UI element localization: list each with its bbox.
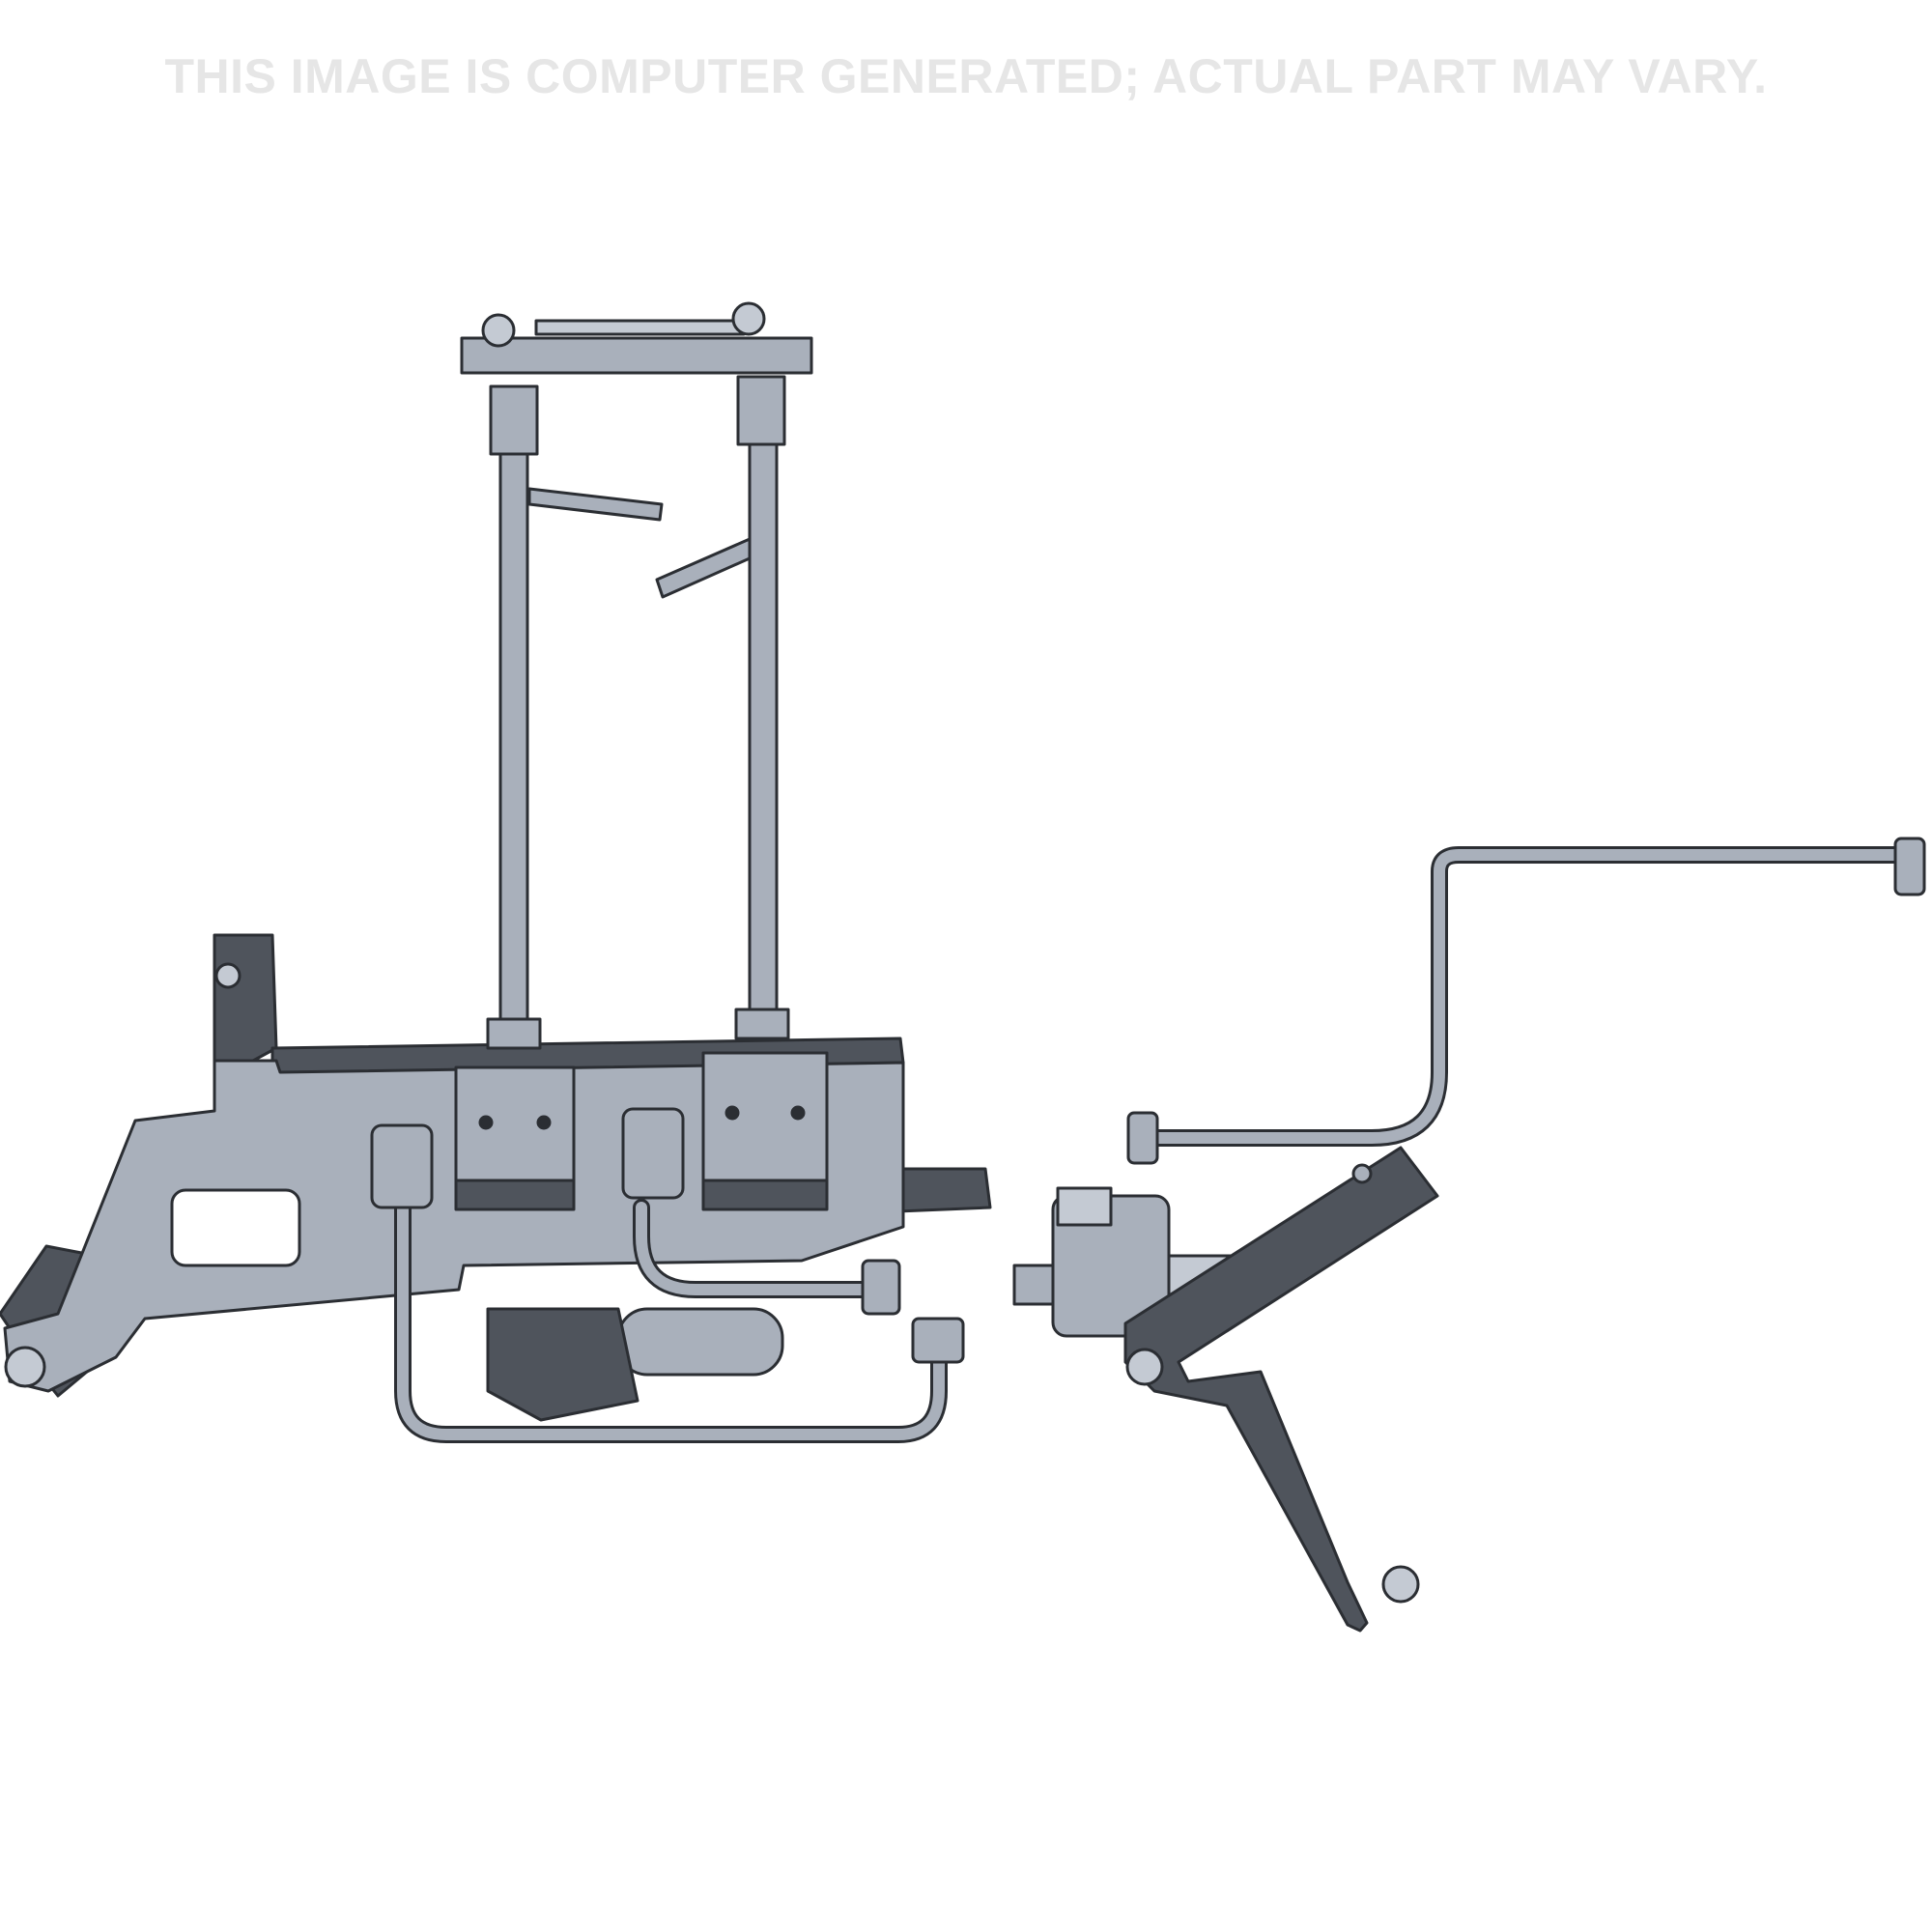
control-rods <box>486 375 790 1050</box>
pedal-arm <box>1123 1146 1439 1633</box>
disclaimer-watermark: THIS IMAGE IS COMPUTER GENERATED; ACTUAL… <box>164 49 1768 103</box>
valve-block-right <box>701 1051 829 1211</box>
hydraulic-lines <box>394 846 1917 1443</box>
air-cylinder <box>486 1307 784 1422</box>
valve-block-left <box>454 1065 576 1211</box>
top-linkage <box>460 301 813 375</box>
line-fittings <box>370 837 1926 1364</box>
